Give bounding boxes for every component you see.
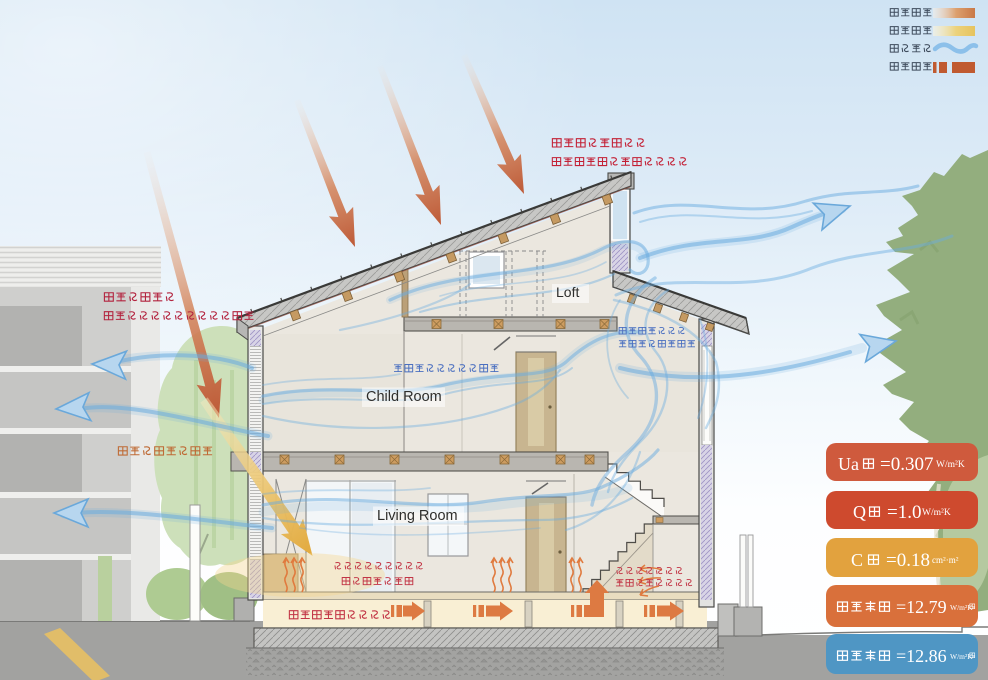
svg-text:Q: Q — [853, 502, 866, 522]
svg-text:W/m²K: W/m²K — [936, 460, 965, 470]
svg-text:W/m²K·: W/m²K· — [950, 652, 975, 661]
svg-text:W/m²K·: W/m²K· — [950, 603, 975, 612]
svg-text:W/m²K: W/m²K — [922, 508, 951, 518]
svg-text:=1.0: =1.0 — [887, 502, 921, 523]
svg-text:Child Room: Child Room — [366, 389, 442, 405]
svg-text:Ua: Ua — [838, 454, 859, 474]
svg-text:C: C — [851, 550, 863, 570]
svg-text:=12.79: =12.79 — [896, 597, 947, 617]
svg-text:cm²·m²: cm²·m² — [932, 555, 959, 565]
svg-text:Loft: Loft — [556, 284, 579, 300]
svg-text:Living Room: Living Room — [377, 508, 458, 524]
svg-text:=0.307: =0.307 — [880, 454, 933, 475]
svg-text:=12.86: =12.86 — [896, 646, 947, 666]
svg-text:=0.18: =0.18 — [886, 550, 930, 571]
